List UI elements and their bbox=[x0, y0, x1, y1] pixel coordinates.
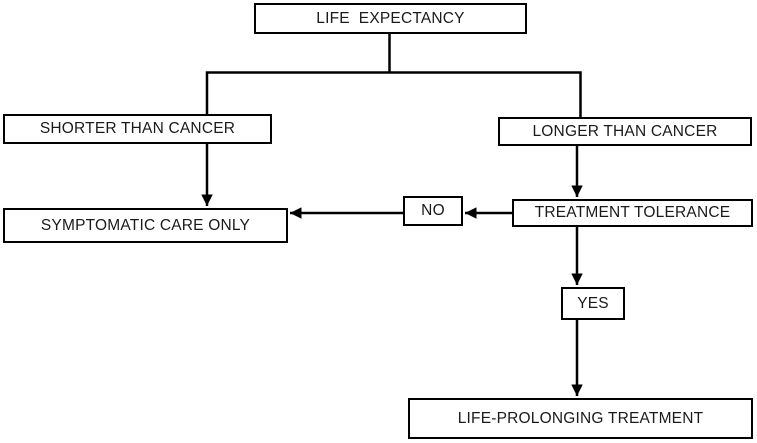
node-longer-than-cancer: LONGER THAN CANCER bbox=[498, 117, 752, 146]
node-no: NO bbox=[403, 196, 463, 226]
node-life-expectancy: LIFE EXPECTANCY bbox=[254, 3, 527, 34]
node-treatment-tolerance: TREATMENT TOLERANCE bbox=[512, 199, 753, 227]
node-symptomatic-care-only: SYMPTOMATIC CARE ONLY bbox=[3, 208, 288, 243]
node-yes: YES bbox=[561, 287, 625, 320]
node-life-prolonging-treatment: LIFE-PROLONGING TREATMENT bbox=[408, 398, 753, 439]
node-shorter-than-cancer: SHORTER THAN CANCER bbox=[3, 114, 272, 144]
branch-connector bbox=[205, 33, 582, 117]
